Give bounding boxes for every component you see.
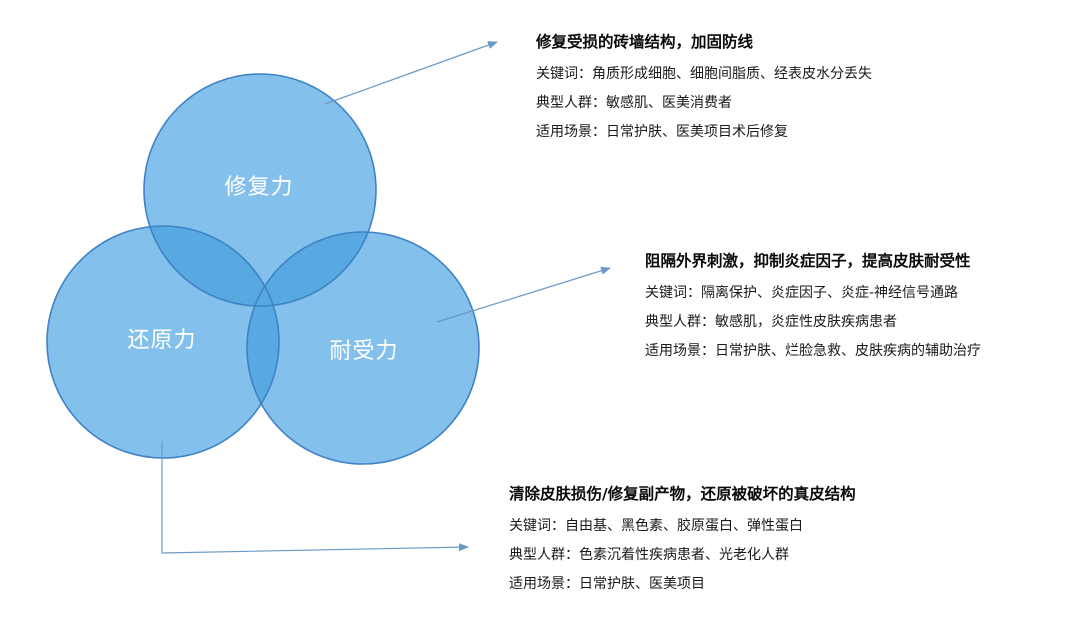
info-block-restore: 清除皮肤损伤/修复副产物，还原被破坏的真皮结构 关键词：自由基、黑色素、胶原蛋白… <box>509 484 856 604</box>
audience-label: 典型人群： <box>509 547 579 563</box>
keywords-value: 隔离保护、炎症因子、炎症-神经信号通路 <box>701 285 959 301</box>
keywords-value: 角质形成细胞、细胞间脂质、经表皮水分丢失 <box>592 66 872 82</box>
info-block-repair: 修复受损的砖墙结构，加固防线 关键词：角质形成细胞、细胞间脂质、经表皮水分丢失 … <box>536 32 872 152</box>
scenario-value: 日常护肤、医美项目术后修复 <box>606 124 788 140</box>
keywords-label: 关键词： <box>536 66 592 82</box>
overlap-repair-restore <box>144 226 279 306</box>
info-scenario-tolerance: 适用场景：日常护肤、烂脸急救、皮肤疾病的辅助治疗 <box>645 342 981 360</box>
overlap-repair-tolerance <box>247 232 376 306</box>
audience-value: 敏感肌，炎症性皮肤疾病患者 <box>715 314 897 330</box>
info-audience-tolerance: 典型人群：敏感肌，炎症性皮肤疾病患者 <box>645 313 981 331</box>
scenario-label: 适用场景： <box>509 576 579 592</box>
info-title-tolerance: 阻隔外界刺激，抑制炎症因子，提高皮肤耐受性 <box>645 252 971 270</box>
circle-tolerance-outline <box>246 231 480 465</box>
info-scenario-restore: 适用场景：日常护肤、医美项目 <box>509 575 856 593</box>
audience-label: 典型人群： <box>536 95 606 111</box>
arrow-restore <box>161 441 469 554</box>
keywords-label: 关键词： <box>509 518 565 534</box>
info-title-restore: 清除皮肤损伤/修复副产物，还原被破坏的真皮结构 <box>509 485 856 503</box>
audience-label: 典型人群： <box>645 314 715 330</box>
circle-restore-outline <box>46 225 280 459</box>
info-keywords-repair: 关键词：角质形成细胞、细胞间脂质、经表皮水分丢失 <box>536 65 872 83</box>
keywords-label: 关键词： <box>645 285 701 301</box>
scenario-label: 适用场景： <box>645 343 715 359</box>
scenario-value: 日常护肤、烂脸急救、皮肤疾病的辅助治疗 <box>715 343 981 359</box>
audience-value: 色素沉着性疾病患者、光老化人群 <box>579 547 789 563</box>
info-block-tolerance: 阻隔外界刺激，抑制炎症因子，提高皮肤耐受性 关键词：隔离保护、炎症因子、炎症-神… <box>645 251 981 371</box>
circle-repair-outline <box>143 73 377 307</box>
info-scenario-repair: 适用场景：日常护肤、医美项目术后修复 <box>536 123 872 141</box>
info-keywords-restore: 关键词：自由基、黑色素、胶原蛋白、弹性蛋白 <box>509 517 856 535</box>
info-keywords-tolerance: 关键词：隔离保护、炎症因子、炎症-神经信号通路 <box>645 284 981 302</box>
arrow-repair <box>324 41 498 105</box>
scenario-value: 日常护肤、医美项目 <box>579 576 705 592</box>
arrow-tolerance <box>436 266 611 323</box>
info-audience-restore: 典型人群：色素沉着性疾病患者、光老化人群 <box>509 546 856 564</box>
info-title-repair: 修复受损的砖墙结构，加固防线 <box>536 33 754 51</box>
audience-value: 敏感肌、医美消费者 <box>606 95 732 111</box>
info-audience-repair: 典型人群：敏感肌、医美消费者 <box>536 94 872 112</box>
scenario-label: 适用场景： <box>536 124 606 140</box>
keywords-value: 自由基、黑色素、胶原蛋白、弹性蛋白 <box>565 518 803 534</box>
